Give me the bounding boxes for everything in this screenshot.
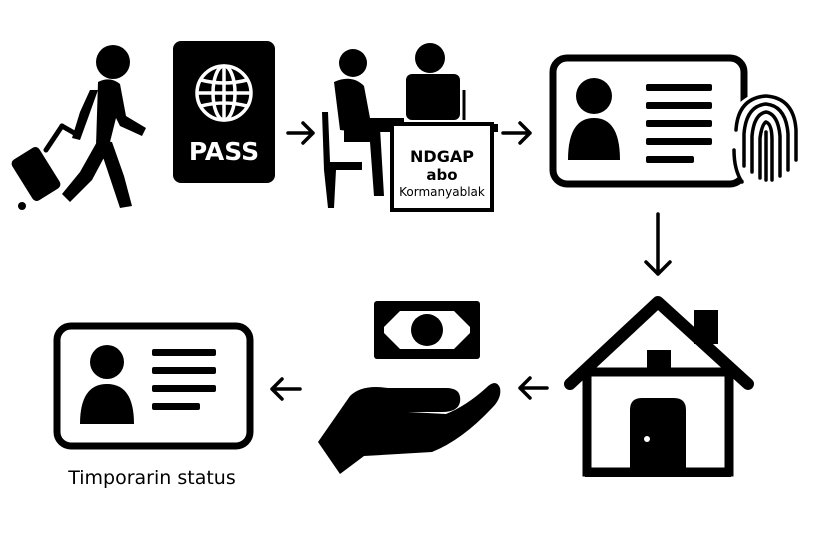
arrow-left-1 (518, 376, 549, 400)
traveler-icon (11, 45, 146, 210)
passport-icon: PASS (173, 41, 275, 183)
office-desk-icon: NDGAP abo Kormanyablak (322, 43, 498, 212)
office-label-line1: NDGAP (410, 147, 474, 166)
arrow-left-2 (270, 377, 302, 401)
office-label-line2: abo (426, 166, 457, 184)
cash-in-hand-icon (318, 301, 501, 474)
biometric-id-card-icon (549, 54, 808, 188)
house-icon (564, 296, 754, 477)
fingerprint-icon (724, 92, 808, 188)
banknote-icon (374, 301, 480, 359)
result-caption: Timporarin status (67, 467, 236, 489)
arrow-right-2 (501, 121, 532, 145)
arrow-down (644, 212, 672, 276)
office-label-line3: Kormanyablak (399, 185, 485, 199)
globe-icon (195, 64, 253, 122)
arrow-right-1 (286, 121, 315, 145)
id-card-icon (53, 322, 254, 450)
passport-label: PASS (189, 137, 259, 166)
